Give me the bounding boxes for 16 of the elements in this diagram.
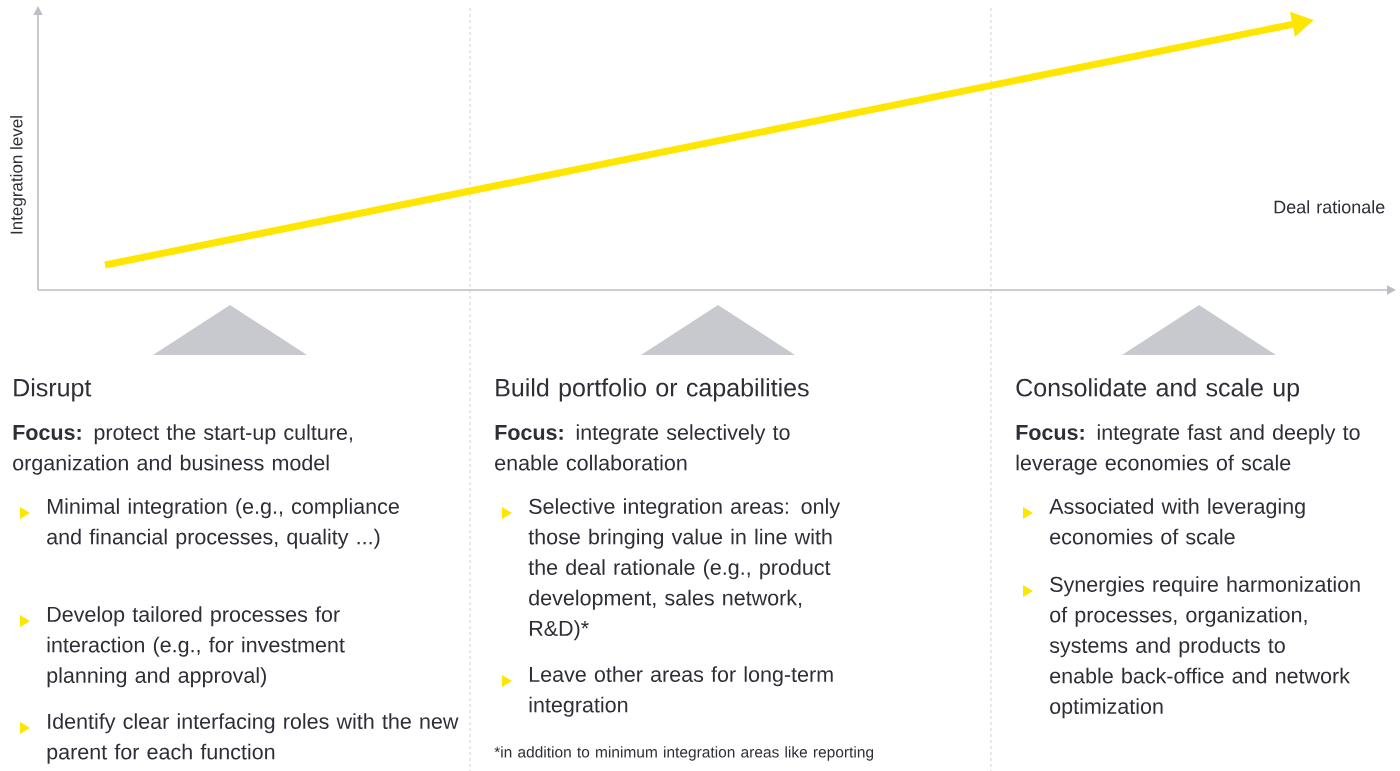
footnote: *in addition to minimum integration areas like reporting bbox=[494, 746, 874, 761]
bullet-text: Synergies require harmonization of processes, organization, systems and products to enable back-office and network optimization bbox=[1049, 576, 1360, 719]
focus-text: Focus: integrate selectively to enable collaboration bbox=[495, 424, 790, 471]
bullet-text: Associated with leveraging economies of scale bbox=[1049, 498, 1305, 545]
focus-text: Focus: integrate fast and deeply to leverage economies of scale bbox=[1016, 424, 1360, 475]
bullet-text: Develop tailored processes for interaction (e.g., for investment planning and approval) bbox=[47, 606, 345, 688]
focus-text: Focus: protect the start-up culture, organization and business model bbox=[13, 424, 352, 475]
triangle-marker bbox=[1122, 305, 1276, 355]
bullet-text: Selective integration areas: only those bringing value in line with the deal rationale (e.g., product development, sales network, R&D)* bbox=[528, 498, 841, 641]
axis-label: Integration level bbox=[10, 116, 26, 234]
bullet-text: Identify clear interfacing roles with the new parent for each function bbox=[47, 713, 459, 764]
axis-label: Deal rationale bbox=[1274, 200, 1385, 214]
triangle-marker bbox=[153, 305, 307, 355]
bullet-text: Minimal integration (e.g., compliance and financial processes, quality ...) bbox=[47, 498, 399, 549]
bullet-text: Leave other areas for long-term integration bbox=[529, 666, 833, 717]
triangle-marker bbox=[641, 305, 795, 355]
